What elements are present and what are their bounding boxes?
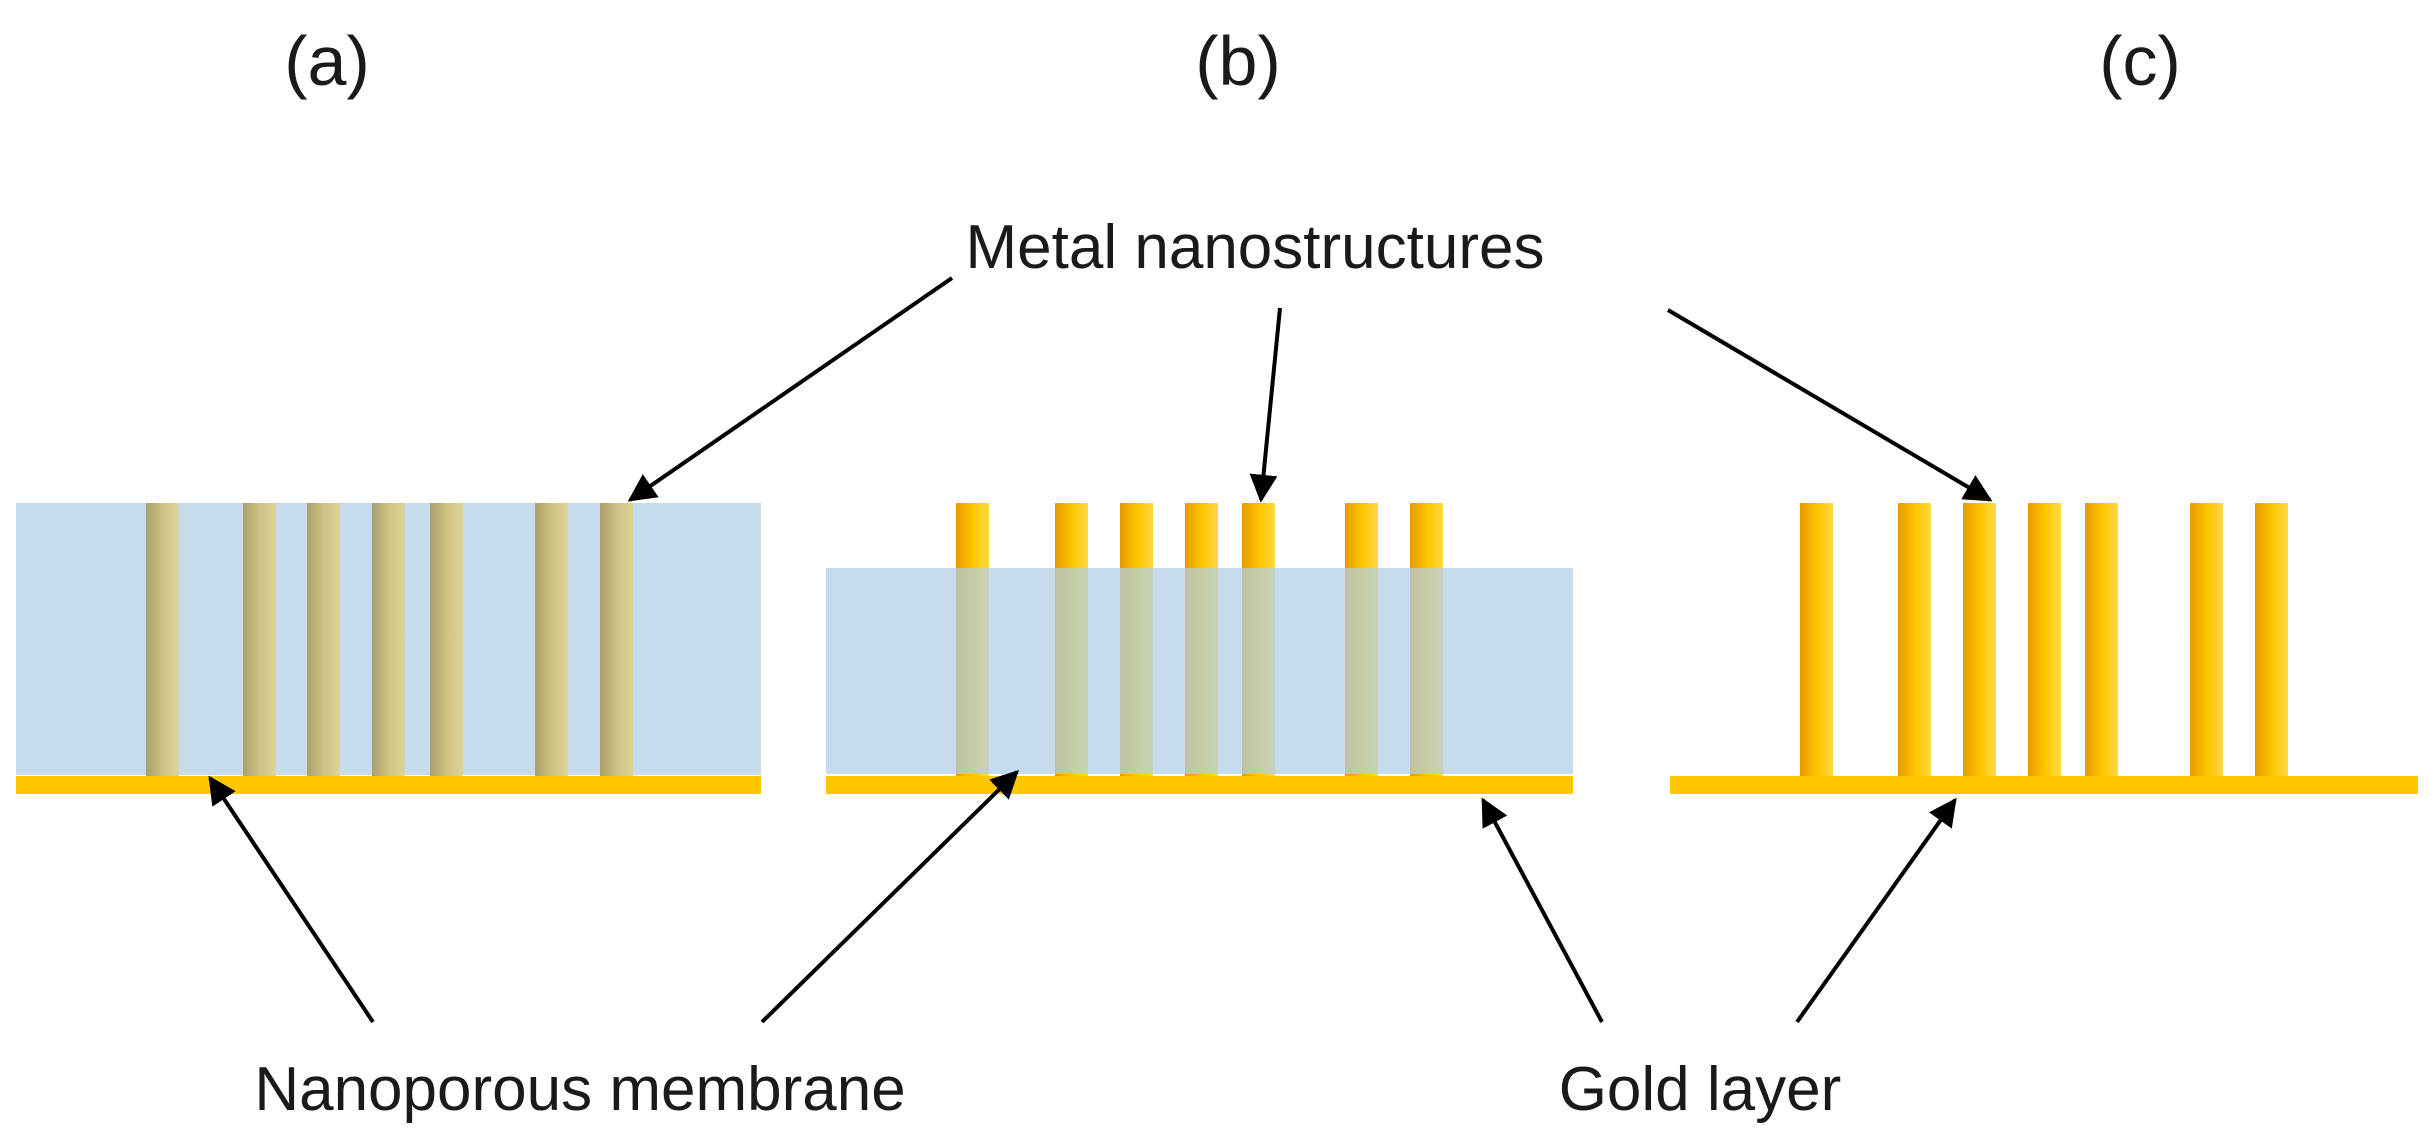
callout-metal-nanostructures: Metal nanostructures bbox=[966, 213, 1545, 282]
gold-layer bbox=[826, 776, 1573, 794]
nanoporous-membrane bbox=[826, 568, 1573, 774]
metal-nanowire bbox=[2085, 503, 2118, 776]
gold-layer bbox=[16, 776, 761, 794]
wires-in-membrane bbox=[146, 503, 633, 776]
arrow-to-panel-a-wire bbox=[627, 276, 954, 502]
metal-nanowire bbox=[2190, 503, 2223, 776]
panel-label-c: (c) bbox=[2099, 22, 2181, 100]
metal-nanowire bbox=[307, 503, 340, 776]
metal-nanowire bbox=[372, 503, 405, 776]
panel-c bbox=[1670, 503, 2418, 794]
metal-nanowire bbox=[2028, 503, 2061, 776]
arrow-to-panel-b-wire bbox=[1249, 307, 1282, 503]
arrow-to-panel-a-membrane bbox=[208, 775, 375, 1024]
metal-nanowire bbox=[1963, 503, 1996, 776]
panel-b bbox=[826, 503, 1573, 794]
metal-nanowire bbox=[2255, 503, 2288, 776]
arrow-to-panel-b-gold-layer bbox=[1481, 797, 1604, 1023]
panel-label-a: (a) bbox=[284, 22, 370, 100]
metal-nanowire bbox=[146, 503, 179, 776]
metal-nanowire bbox=[430, 503, 463, 776]
callout-gold-layer: Gold layer bbox=[1559, 1055, 1842, 1124]
panel-a bbox=[16, 503, 761, 794]
arrow-to-panel-c-wire bbox=[1666, 308, 1993, 502]
metal-nanowire bbox=[1800, 503, 1833, 776]
callout-nanoporous-membrane: Nanoporous membrane bbox=[254, 1055, 905, 1124]
gold-layer bbox=[1670, 776, 2418, 794]
metal-nanowire bbox=[600, 503, 633, 776]
metal-nanowire bbox=[535, 503, 568, 776]
metal-nanowire bbox=[243, 503, 276, 776]
panel-label-b: (b) bbox=[1195, 22, 1281, 100]
arrow-to-panel-b-membrane bbox=[760, 770, 1019, 1024]
arrow-to-panel-c-gold-layer bbox=[1795, 797, 1957, 1024]
free-standing-wires bbox=[1800, 503, 2288, 776]
metal-nanowire bbox=[1898, 503, 1931, 776]
